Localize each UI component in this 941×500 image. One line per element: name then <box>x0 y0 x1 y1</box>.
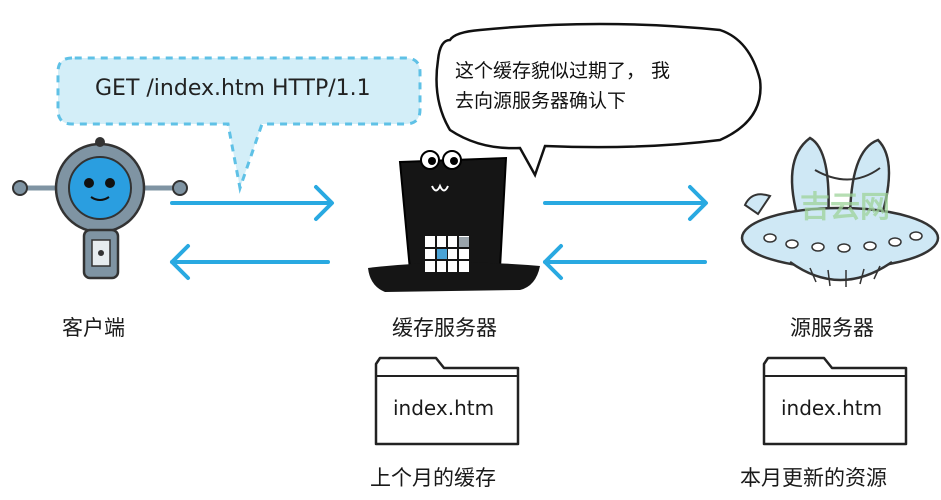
request-bubble <box>56 56 422 194</box>
cache-file-caption: 上个月的缓存 <box>370 466 496 490</box>
speech-line-2: 去向源服务器确认下 <box>455 90 627 112</box>
speech-text: 这个缓存貌似过期了， 我 去向源服务器确认下 <box>455 56 755 116</box>
request-line-text: GET /index.htm HTTP/1.1 <box>95 76 371 101</box>
speech-line-1: 这个缓存貌似过期了， 我 <box>455 60 671 82</box>
origin-file-name: index.htm <box>781 396 883 420</box>
cache-file-icon <box>374 356 520 446</box>
origin-file-caption: 本月更新的资源 <box>740 466 887 490</box>
arrow-cache-to-client <box>170 244 330 280</box>
top-hat-icon <box>368 150 540 292</box>
arrow-client-to-cache <box>170 185 334 221</box>
cache-file-name: index.htm <box>393 396 495 420</box>
arrow-origin-to-cache <box>543 244 707 280</box>
client-label: 客户端 <box>62 316 125 340</box>
ufo-icon <box>740 136 940 287</box>
cache-server-label: 缓存服务器 <box>392 316 497 340</box>
origin-server-label: 源服务器 <box>790 316 874 340</box>
origin-file-icon <box>762 356 908 446</box>
watermark: 吉云网 <box>800 190 890 225</box>
robot-icon <box>12 137 188 280</box>
arrow-cache-to-origin <box>543 185 708 221</box>
speech-bubble <box>435 22 762 179</box>
